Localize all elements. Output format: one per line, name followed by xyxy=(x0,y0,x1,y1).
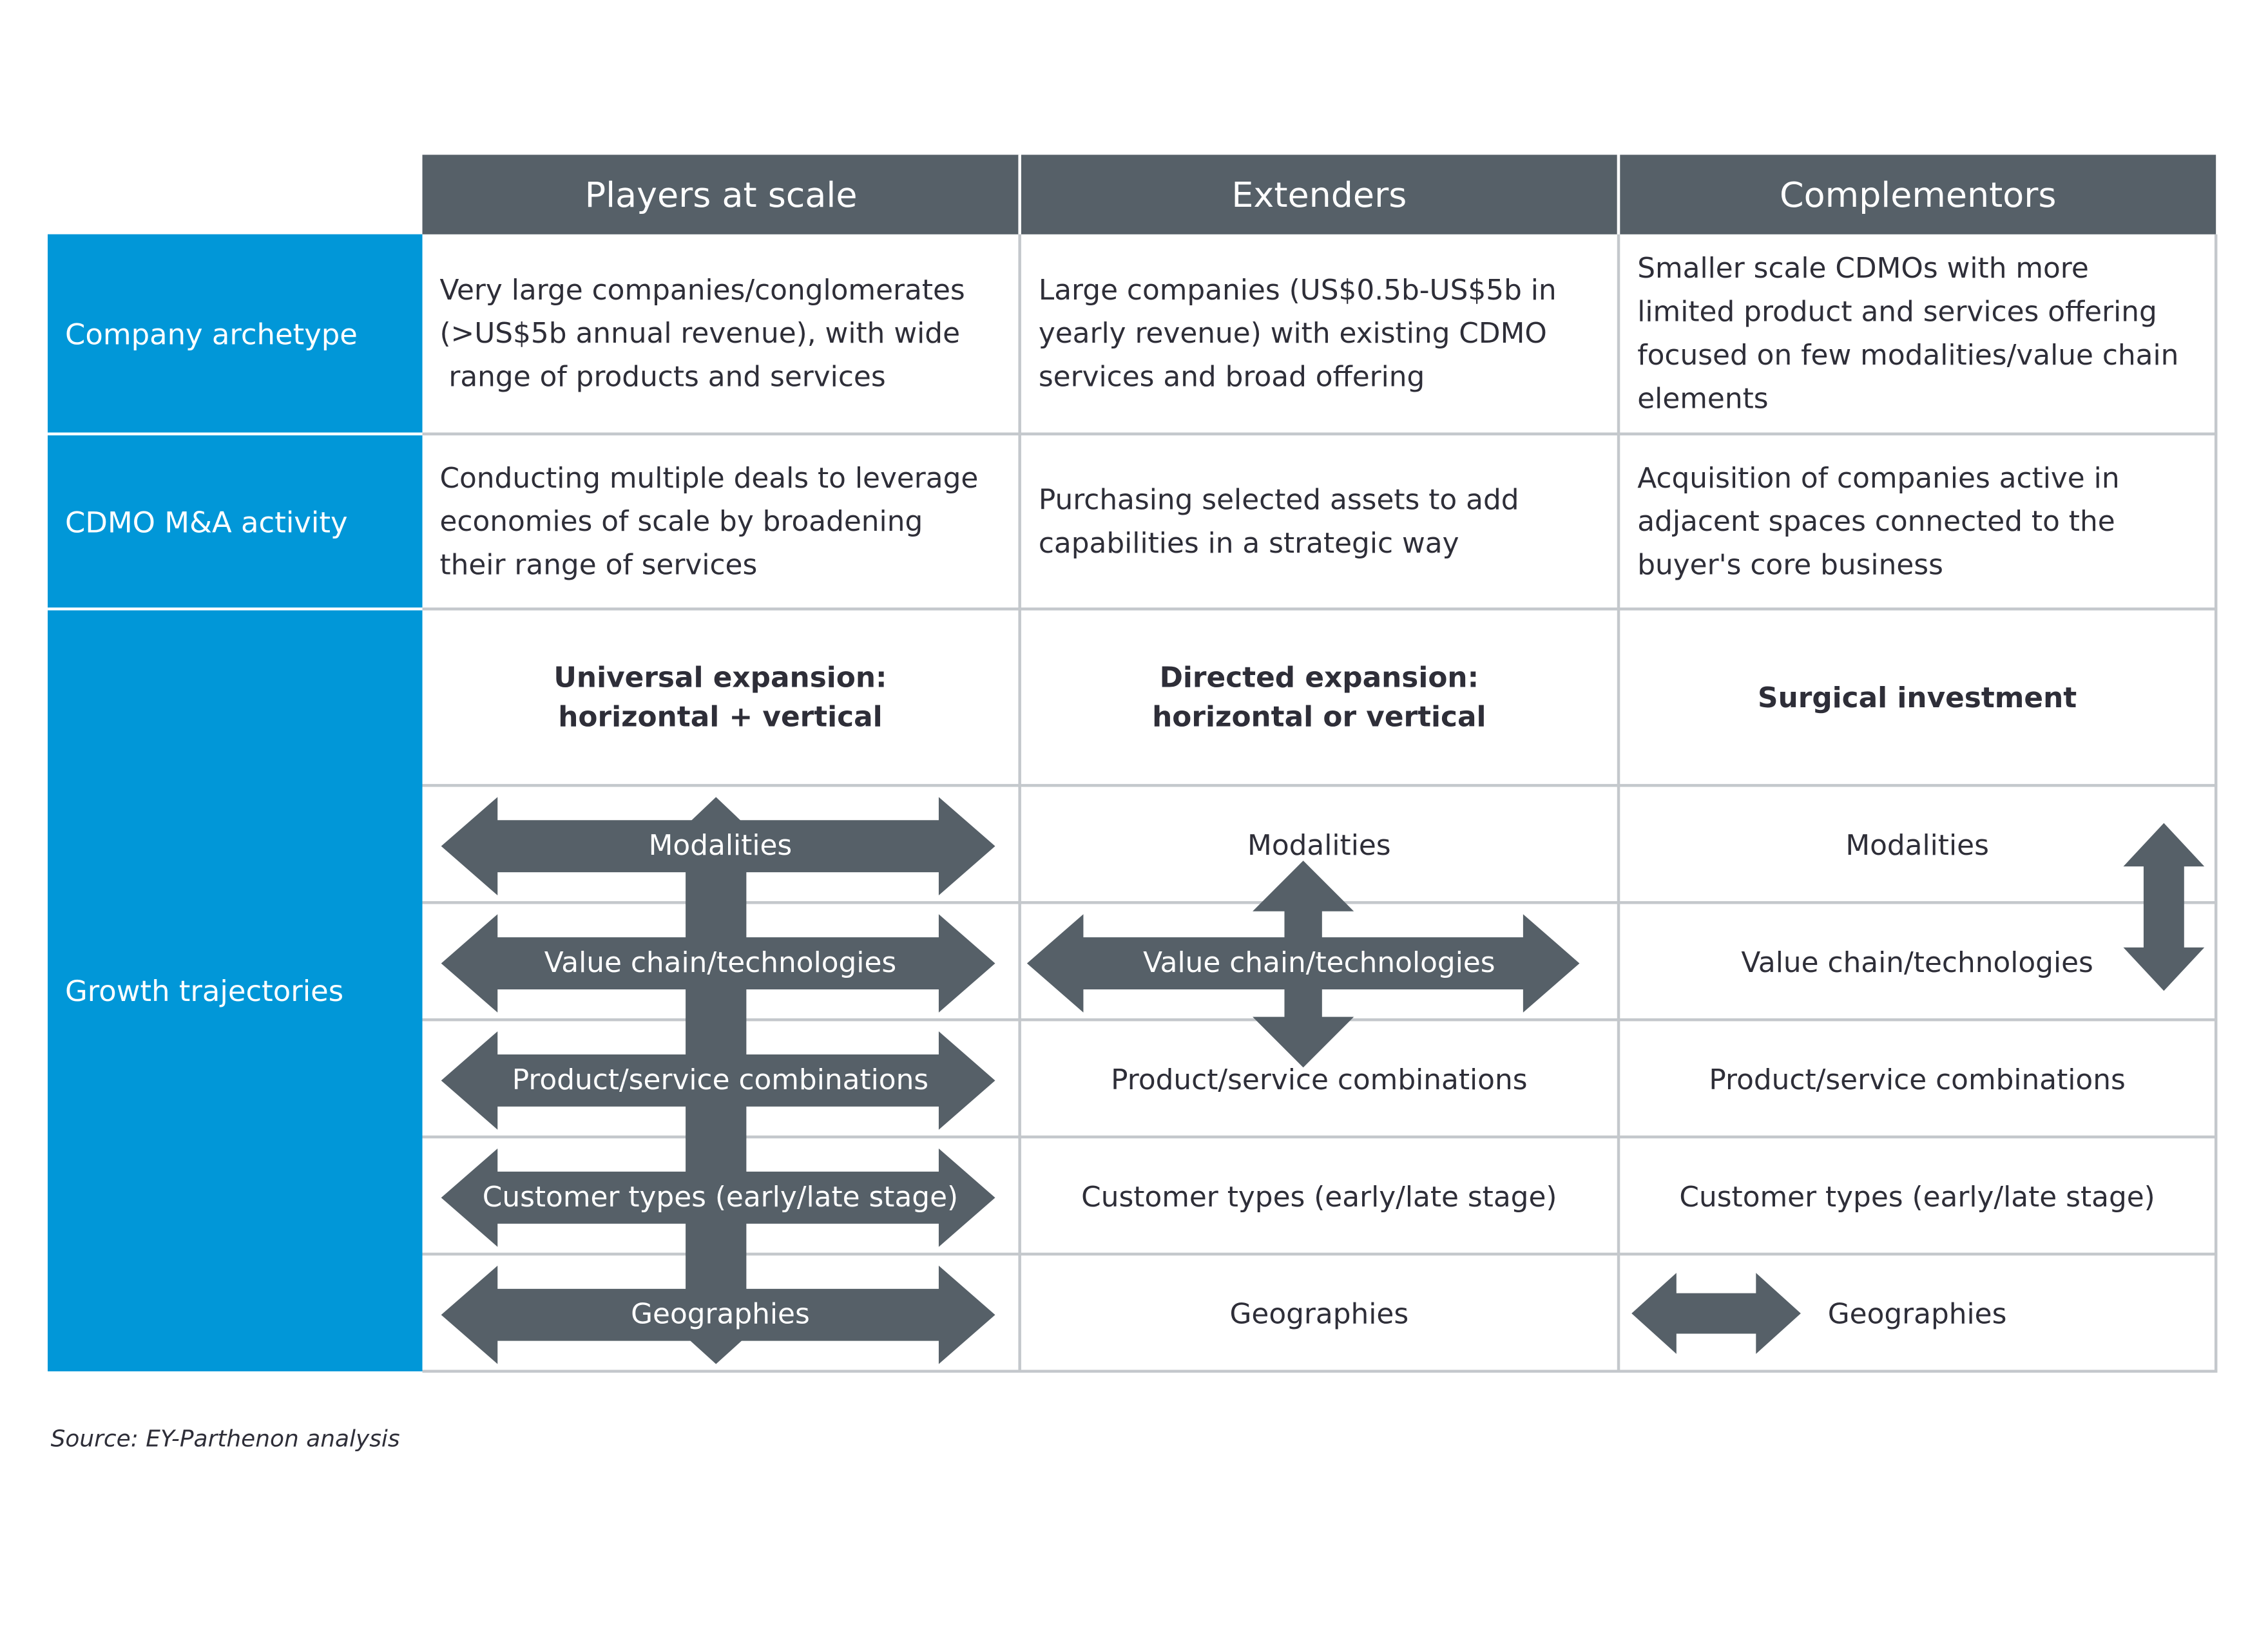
row-label-growth-trajectories: Growth trajectories xyxy=(48,610,423,1371)
grid-hline xyxy=(422,784,2218,787)
complementors-vertical-arrow xyxy=(2123,823,2205,991)
text-line: Smaller scale CDMOs with more xyxy=(1637,251,2089,285)
header-divider xyxy=(1018,155,1021,234)
players-dimension-geographies: Geographies xyxy=(631,1297,810,1330)
grid-hline xyxy=(422,1252,2218,1256)
grid-hline xyxy=(422,1135,2218,1139)
text-line: adjacent spaces connected to the xyxy=(1637,504,2115,539)
text-line: horizontal + vertical xyxy=(558,700,883,734)
product-service-horizontal-arrow xyxy=(441,1031,995,1130)
complementors-dimension-customer-types: Customer types (early/late stage) xyxy=(1679,1179,2155,1213)
source-note: Source: EY-Parthenon analysis xyxy=(50,1424,400,1453)
extenders-dimension-geographies: Geographies xyxy=(1229,1297,1409,1330)
complementors-dimension-geographies: Geographies xyxy=(1827,1297,2007,1330)
players-dimension-product-service: Product/service combinations xyxy=(512,1062,929,1096)
archetype-extenders: Large companies (US$0.5b-US$5b in yearly… xyxy=(1021,234,1617,434)
text-line: their range of services xyxy=(439,548,758,582)
text-line: capabilities in a strategic way xyxy=(1038,526,1459,560)
customer-types-horizontal-arrow xyxy=(441,1149,995,1247)
text-line: range of products and services xyxy=(439,360,886,394)
players-dimension-value-chain: Value chain/technologies xyxy=(544,945,897,979)
complementors-dimension-value-chain: Value chain/technologies xyxy=(1741,945,2093,979)
extenders-dimension-value-chain: Value chain/technologies xyxy=(1143,945,1495,979)
text-line: economies of scale by broadening xyxy=(439,504,923,539)
text-line: (>US$5b annual revenue), with wide xyxy=(439,316,961,350)
header-divider xyxy=(1617,155,1620,234)
text-line: limited product and services offering xyxy=(1637,295,2157,329)
extenders-horizontal-arrow xyxy=(1026,914,1580,1013)
ma-activity-complementors: Acquisition of companies active in adjac… xyxy=(1620,435,2215,609)
extenders-dimension-customer-types: Customer types (early/late stage) xyxy=(1081,1179,1557,1213)
header-extenders: Extenders xyxy=(1021,155,1617,234)
text-line: horizontal or vertical xyxy=(1152,700,1486,734)
modalities-horizontal-arrow xyxy=(441,797,995,896)
text-line: buyer's core business xyxy=(1637,548,1943,582)
players-dimension-modalities: Modalities xyxy=(648,828,793,862)
ma-activity-players-at-scale: Conducting multiple deals to leverage ec… xyxy=(423,435,1019,609)
geographies-horizontal-arrow xyxy=(441,1265,995,1364)
text-line: Surgical investment xyxy=(1758,680,2077,714)
text-line: Large companies (US$0.5b-US$5b in xyxy=(1038,273,1557,307)
row-label-company-archetype: Company archetype xyxy=(48,234,423,434)
grid-vline xyxy=(2214,234,2218,1371)
extenders-dimension-modalities: Modalities xyxy=(1247,828,1391,862)
text-line: Acquisition of companies active in xyxy=(1637,461,2120,495)
grid-vline xyxy=(1018,234,1021,1371)
row-label-divider xyxy=(48,432,423,435)
complementors-dimension-product-service: Product/service combinations xyxy=(1709,1062,2126,1096)
strategy-surgical-investment: Surgical investment xyxy=(1620,611,2215,784)
header-complementors: Complementors xyxy=(1620,155,2216,234)
ma-activity-extenders: Purchasing selected assets to add capabi… xyxy=(1021,435,1617,609)
text-line: elements xyxy=(1637,381,1769,415)
archetype-players-at-scale: Very large companies/conglomerates (>US$… xyxy=(423,234,1019,434)
value-chain-horizontal-arrow xyxy=(441,914,995,1013)
archetype-complementors: Smaller scale CDMOs with more limited pr… xyxy=(1620,234,2215,434)
text-line: services and broad offering xyxy=(1038,360,1425,394)
grid-vline xyxy=(1617,234,1620,1371)
grid-hline xyxy=(422,432,2218,435)
text-line: Very large companies/conglomerates xyxy=(439,273,965,307)
text-line: yearly revenue) with existing CDMO xyxy=(1038,316,1547,350)
grid-hline xyxy=(422,607,2218,611)
complementors-dimension-modalities: Modalities xyxy=(1845,828,1989,862)
grid-hline xyxy=(422,1369,2218,1373)
players-dimension-customer-types: Customer types (early/late stage) xyxy=(482,1179,959,1213)
strategy-universal-expansion: Universal expansion: horizontal + vertic… xyxy=(423,611,1019,784)
text-line: Directed expansion: xyxy=(1159,661,1479,694)
row-label-divider xyxy=(48,607,423,611)
text-line: Purchasing selected assets to add xyxy=(1038,483,1519,517)
header-players-at-scale: Players at scale xyxy=(422,155,1020,234)
extenders-dimension-product-service: Product/service combinations xyxy=(1111,1062,1528,1096)
text-line: focused on few modalities/value chain xyxy=(1637,338,2179,372)
text-line: Conducting multiple deals to leverage xyxy=(439,461,979,495)
strategy-directed-expansion: Directed expansion: horizontal or vertic… xyxy=(1021,611,1617,784)
text-line: Universal expansion: xyxy=(553,661,887,694)
row-label-cdmo-ma-activity: CDMO M&A activity xyxy=(48,435,423,609)
complementors-geographies-arrow xyxy=(1631,1273,1801,1354)
